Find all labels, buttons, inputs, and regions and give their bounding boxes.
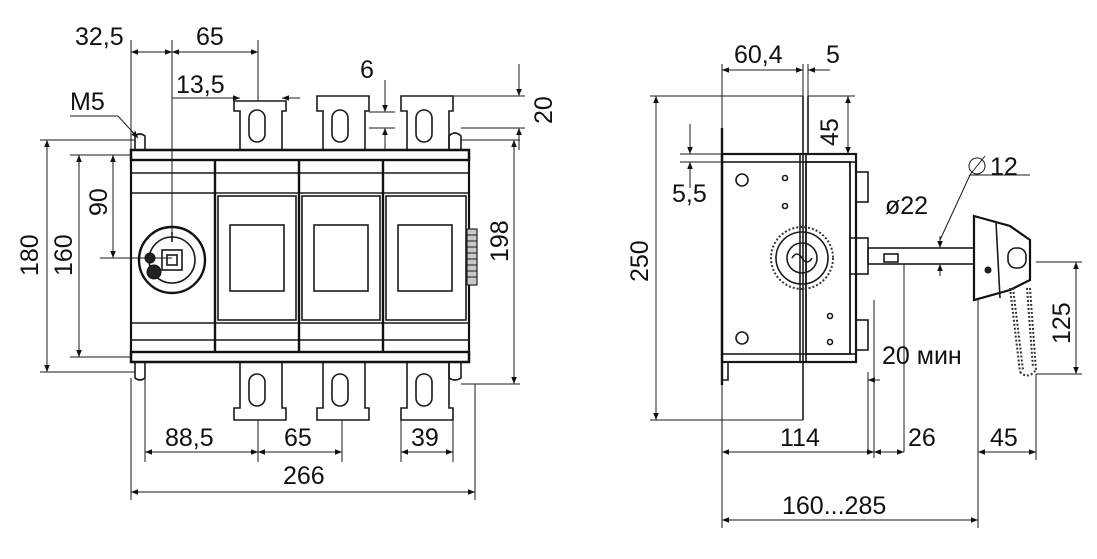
dim-5-5: 5,5 — [672, 180, 707, 208]
dim-d22: ø22 — [885, 192, 928, 220]
dim-198: 198 — [486, 220, 514, 262]
top-terminal — [400, 95, 454, 153]
dim-26: 26 — [908, 424, 936, 452]
dim-45-bottom: 45 — [990, 424, 1018, 452]
gear — [770, 226, 834, 290]
screw — [735, 173, 749, 187]
dim-6: 6 — [360, 56, 374, 84]
dim-65-bottom: 65 — [284, 424, 312, 452]
bottom-terminal — [233, 361, 287, 421]
dim-32-5: 32,5 — [75, 23, 124, 51]
dim-180: 180 — [16, 234, 44, 276]
dim-88-5: 88,5 — [165, 424, 214, 452]
dim-114: 114 — [780, 424, 820, 452]
dim-m5: M5 — [70, 88, 105, 116]
dim-125: 125 — [1048, 302, 1076, 344]
window — [313, 224, 369, 292]
top-terminal — [233, 100, 287, 153]
dim-60-4: 60,4 — [734, 41, 783, 69]
dim-5: 5 — [826, 41, 840, 69]
dim-45-top: 45 — [816, 118, 844, 146]
window — [397, 224, 453, 292]
dim-250: 250 — [626, 240, 654, 282]
dim-13-5: 13,5 — [176, 71, 225, 99]
dim-20: 20 — [530, 96, 558, 124]
dim-39: 39 — [411, 424, 439, 452]
window — [229, 224, 285, 292]
rotary-handle — [972, 214, 1037, 377]
top-terminal — [316, 95, 370, 153]
dim-d12: 12 — [990, 153, 1018, 181]
auxiliary-knob — [466, 228, 478, 286]
shaft — [849, 237, 979, 275]
dim-20min: 20 мин — [882, 342, 962, 370]
bottom-terminal — [316, 361, 370, 421]
dim-90: 90 — [85, 188, 113, 216]
diameter-symbol — [968, 155, 986, 177]
side-view: 60,4 5 45 5,5 250 12 ø22 125 20 мин 114 … — [626, 41, 1082, 528]
front-view: 32,5 65 13,5 M5 6 20 180 160 90 198 88,5… — [16, 23, 558, 500]
screw — [735, 331, 749, 345]
dim-160: 160 — [50, 234, 78, 276]
dim-160-285: 160...285 — [782, 492, 886, 520]
bottom-terminal — [400, 361, 454, 421]
dim-266: 266 — [283, 462, 325, 490]
dim-65-top: 65 — [196, 23, 224, 51]
